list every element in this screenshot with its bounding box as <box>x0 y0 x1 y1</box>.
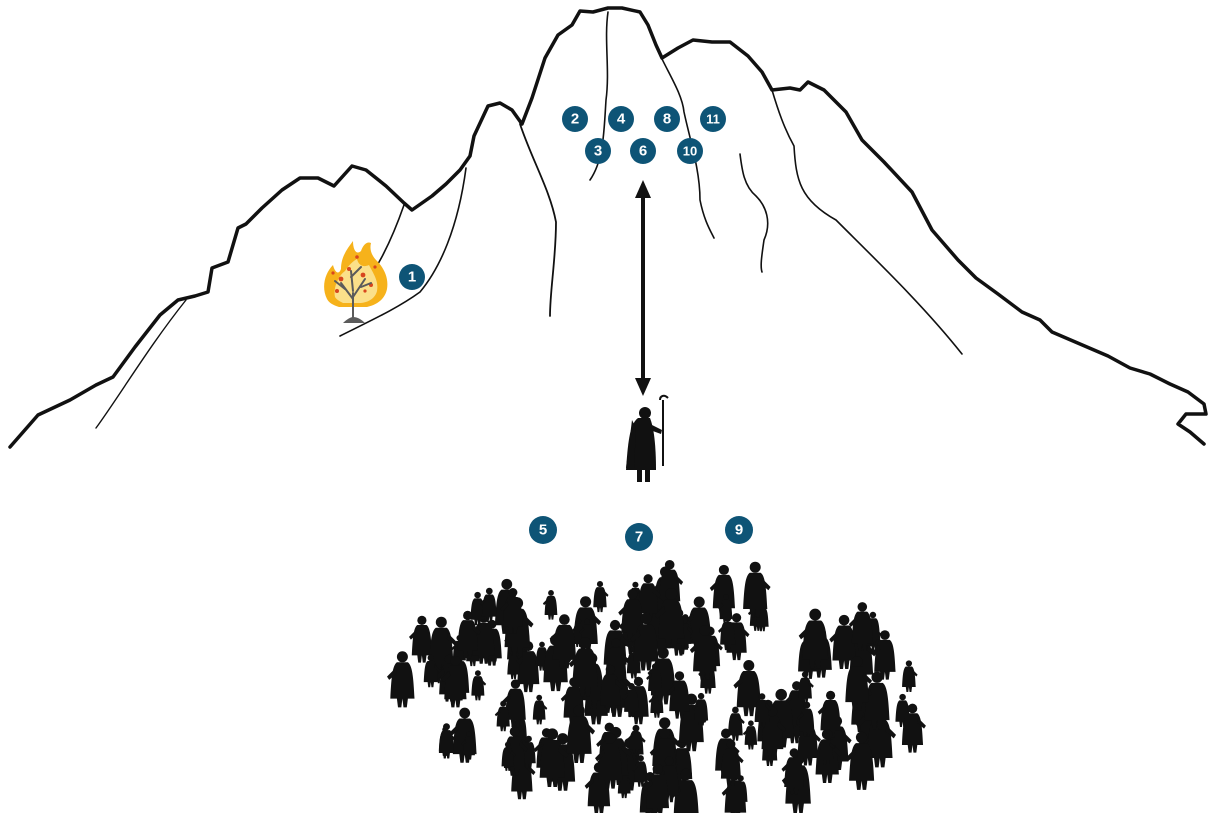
marker-6[interactable]: 6 <box>630 138 656 164</box>
crowd-person <box>689 625 717 680</box>
crowd-person <box>638 574 661 621</box>
crowd-child <box>632 755 648 787</box>
marker-11[interactable]: 11 <box>700 106 726 132</box>
crowd-child <box>494 700 510 732</box>
crowd-child <box>438 723 457 759</box>
mountain-outline <box>8 6 1208 449</box>
crowd-child <box>479 587 497 622</box>
crowd-child <box>542 590 558 620</box>
burning-bush-icon <box>324 241 388 323</box>
marker-3-label: 3 <box>594 143 602 160</box>
crowd-person <box>566 704 596 763</box>
crowd-person <box>441 655 467 708</box>
crowd-child <box>692 692 709 726</box>
marker-11-label: 11 <box>706 112 720 127</box>
tree-base <box>343 317 365 323</box>
mountain-ridge <box>8 6 1208 449</box>
flame-inner <box>334 259 378 303</box>
crowd-person <box>387 651 415 708</box>
crowd-child <box>728 706 745 741</box>
crowd-child <box>532 694 548 725</box>
people-crowd-icon <box>387 559 926 813</box>
marker-6-label: 6 <box>639 143 647 160</box>
crowd-child <box>646 663 663 697</box>
crowd-person <box>845 656 873 711</box>
crowd-person <box>666 671 690 719</box>
ridge-line <box>339 167 467 337</box>
crowd-child <box>622 683 639 718</box>
crowd-person <box>568 637 598 697</box>
crowd-child <box>627 725 642 754</box>
tree-branches <box>334 266 372 322</box>
ridge-line <box>95 299 187 429</box>
crowd-person <box>901 703 926 753</box>
crowd-person <box>539 728 569 787</box>
marker-7-label: 7 <box>635 529 643 546</box>
crowd-child <box>754 693 772 728</box>
moses-figure-icon <box>626 394 669 482</box>
crowd-person <box>817 690 841 738</box>
marker-8-label: 8 <box>663 111 671 128</box>
ridge-line <box>771 89 963 355</box>
crowd-child <box>902 660 918 692</box>
marker-5-label: 5 <box>539 522 547 539</box>
marker-1-label: 1 <box>408 269 416 286</box>
crowd-person <box>798 608 829 669</box>
marker-7[interactable]: 7 <box>625 523 653 551</box>
marker-5[interactable]: 5 <box>529 516 557 544</box>
crowd-person <box>595 733 623 789</box>
crowd-person <box>630 612 659 671</box>
crowd-child <box>593 581 609 613</box>
crowd-person <box>761 706 787 758</box>
crowd-person <box>600 664 624 713</box>
double-arrow-icon <box>635 180 651 396</box>
crowd-person <box>720 739 744 786</box>
flame-tips <box>331 255 377 293</box>
crowd-child <box>819 732 836 766</box>
crowd-child <box>742 720 758 750</box>
ridge-line <box>739 153 769 273</box>
crowd-person <box>643 763 670 813</box>
crowd-person <box>409 615 433 663</box>
crowd-person <box>743 561 771 618</box>
crowd-child <box>798 671 814 704</box>
crowd-person <box>781 748 804 795</box>
crowd-child <box>461 731 475 760</box>
ridge-line <box>519 123 557 317</box>
marker-8[interactable]: 8 <box>654 106 680 132</box>
marker-9[interactable]: 9 <box>725 516 753 544</box>
crowd-person <box>845 731 875 790</box>
crowd-child <box>717 594 733 624</box>
marker-3[interactable]: 3 <box>585 138 611 164</box>
crowd-person <box>654 588 685 649</box>
marker-9-label: 9 <box>735 522 743 539</box>
marker-4-label: 4 <box>617 111 626 128</box>
crowd-person <box>549 614 577 669</box>
crowd-person <box>733 660 761 717</box>
crowd-child <box>471 670 487 701</box>
crowd-person <box>500 588 523 634</box>
crowd-child <box>501 741 516 771</box>
marker-1[interactable]: 1 <box>399 264 425 290</box>
marker-10[interactable]: 10 <box>677 138 703 164</box>
crowd-child <box>797 701 815 737</box>
crowd-person <box>829 614 856 669</box>
crowd-person <box>871 630 896 680</box>
crowd-person <box>848 602 873 652</box>
marker-10-label: 10 <box>683 144 697 159</box>
marker-2[interactable]: 2 <box>562 106 588 132</box>
crowd-child <box>423 654 440 688</box>
marker-2-label: 2 <box>571 111 579 128</box>
marker-4[interactable]: 4 <box>608 106 634 132</box>
crowd-person <box>457 610 481 659</box>
